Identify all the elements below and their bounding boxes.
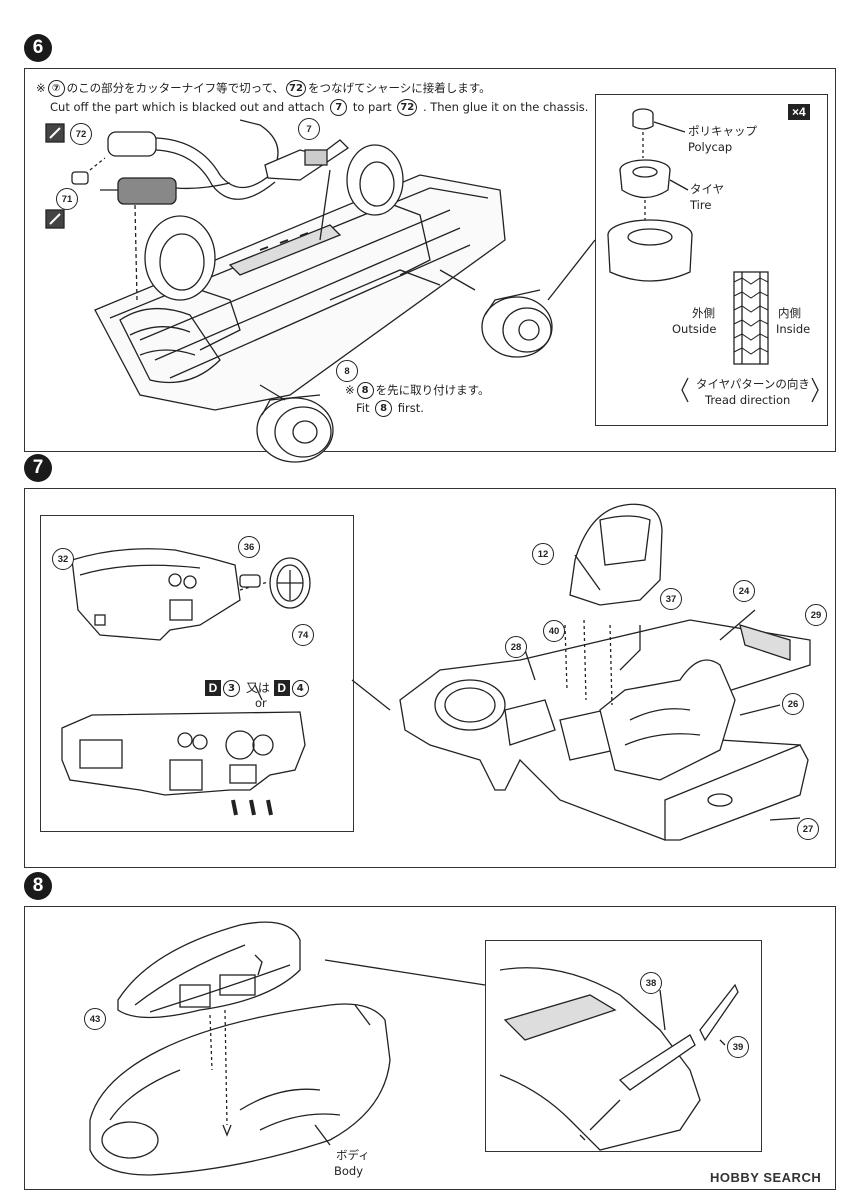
part-32-label: 32 (52, 548, 74, 570)
body-label-jp: ボディ (336, 1148, 370, 1162)
part-8-label: 8 (336, 360, 358, 382)
fit-note-en: Fit 8 first. (356, 400, 424, 417)
decal-or-en: or (255, 696, 267, 710)
part-26-label: 26 (782, 693, 804, 715)
tread-label-jp: タイヤパターンの向き (696, 377, 810, 391)
part-40-label: 40 (543, 620, 565, 642)
tread-label-en: Tread direction (705, 393, 791, 407)
part-38-label: 38 (640, 972, 662, 994)
part-36-label: 36 (238, 536, 260, 558)
part-28-label: 28 (505, 636, 527, 658)
polycap-label-en: Polycap (688, 140, 733, 154)
part-24-label: 24 (733, 580, 755, 602)
step-number-7: 7 (24, 454, 52, 482)
part-27-label: 27 (797, 818, 819, 840)
part-72-label: 72 (70, 123, 92, 145)
part-37-label: 37 (660, 588, 682, 610)
part-12-label: 12 (532, 543, 554, 565)
part-39-label: 39 (727, 1036, 749, 1058)
outside-label-jp: 外側 (692, 306, 715, 320)
step-6-note-en: Cut off the part which is blacked out an… (50, 99, 589, 116)
outside-label-en: Outside (672, 322, 717, 336)
part-29-label: 29 (805, 604, 827, 626)
body-label-en: Body (334, 1164, 364, 1178)
step-number-6: 6 (24, 34, 52, 62)
part-71-label: 71 (56, 188, 78, 210)
part-74-label: 74 (292, 624, 314, 646)
part-7-label: 7 (298, 118, 320, 140)
inside-label-en: Inside (776, 322, 811, 336)
window-inset (485, 940, 762, 1152)
tire-label-en: Tire (690, 198, 712, 212)
watermark: HOBBY SEARCH (710, 1170, 822, 1185)
part-43-label: 43 (84, 1008, 106, 1030)
quantity-badge: ×4 (788, 104, 810, 120)
inside-label-jp: 内側 (778, 306, 801, 320)
step-number-8: 8 (24, 872, 52, 900)
tire-label-jp: タイヤ (690, 182, 725, 196)
polycap-label-jp: ポリキャップ (688, 124, 757, 138)
